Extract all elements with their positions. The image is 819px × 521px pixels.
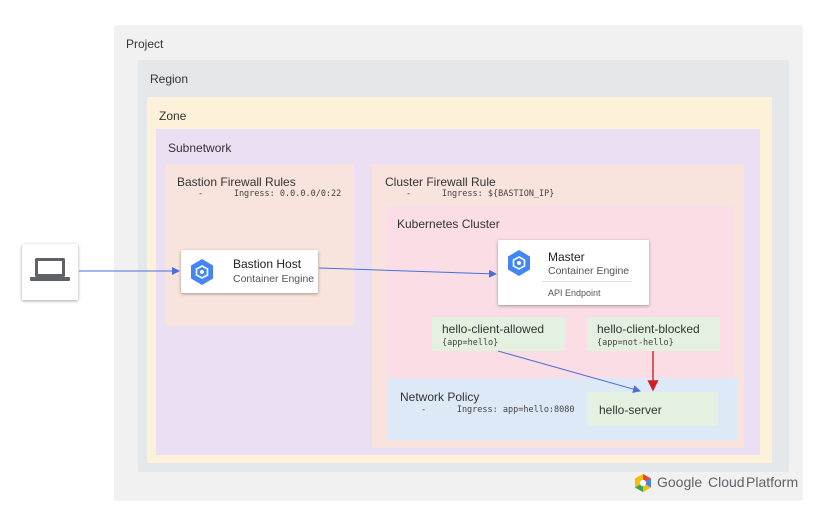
network-policy-title: Network Policy bbox=[400, 390, 480, 404]
gcp-brand-google: Google bbox=[657, 474, 703, 490]
laptop-node bbox=[22, 244, 78, 300]
pod-name: hello-client-allowed bbox=[442, 322, 545, 336]
gcp-brand-platform: Platform bbox=[746, 474, 799, 490]
pod-hello-client-allowed: hello-client-allowed {app=hello} bbox=[432, 317, 565, 351]
master-subtitle: Container Engine bbox=[548, 265, 630, 277]
laptop-icon bbox=[28, 256, 72, 289]
project-label: Project bbox=[126, 37, 164, 51]
gcp-logo: Google Cloud Platform bbox=[633, 472, 798, 494]
container-engine-icon bbox=[187, 257, 217, 287]
region-label: Region bbox=[150, 72, 189, 86]
bastion-firewall-title: Bastion Firewall Rules bbox=[177, 175, 296, 189]
bastion-firewall-rule: - Ingress: 0.0.0.0/0:22 bbox=[198, 189, 342, 199]
master-card: Master Container Engine API Endpoint bbox=[498, 240, 649, 305]
pod-name: hello-server bbox=[599, 403, 662, 417]
bastion-host-name: Bastion Host bbox=[233, 257, 302, 271]
pod-hello-server: hello-server bbox=[587, 392, 718, 426]
bastion-host-subtitle: Container Engine bbox=[233, 273, 315, 285]
pod-name: hello-client-blocked bbox=[597, 322, 700, 336]
pod-hello-client-blocked: hello-client-blocked {app=not-hello} bbox=[587, 317, 720, 351]
network-policy-rule: - Ingress: app=hello:8080 bbox=[421, 405, 575, 415]
bastion-host-card: Bastion Host Container Engine bbox=[181, 250, 318, 293]
gcp-hex-icon bbox=[633, 473, 653, 498]
container-engine-icon bbox=[504, 248, 534, 278]
master-name: Master bbox=[548, 250, 585, 264]
master-divider bbox=[542, 281, 632, 282]
cluster-firewall-title: Cluster Firewall Rule bbox=[385, 175, 496, 189]
pod-label: {app=not-hello} bbox=[597, 338, 674, 348]
pod-label: {app=hello} bbox=[442, 338, 499, 348]
cluster-firewall-rule-text: - Ingress: ${BASTION_IP} bbox=[406, 189, 555, 199]
kubernetes-cluster-title: Kubernetes Cluster bbox=[397, 217, 500, 231]
zone-label: Zone bbox=[159, 109, 187, 123]
subnetwork-label: Subnetwork bbox=[168, 141, 232, 155]
bastion-firewall-rules bbox=[166, 164, 354, 326]
gcp-brand-cloud: Cloud bbox=[708, 474, 745, 490]
api-endpoint-label: API Endpoint bbox=[548, 288, 601, 298]
